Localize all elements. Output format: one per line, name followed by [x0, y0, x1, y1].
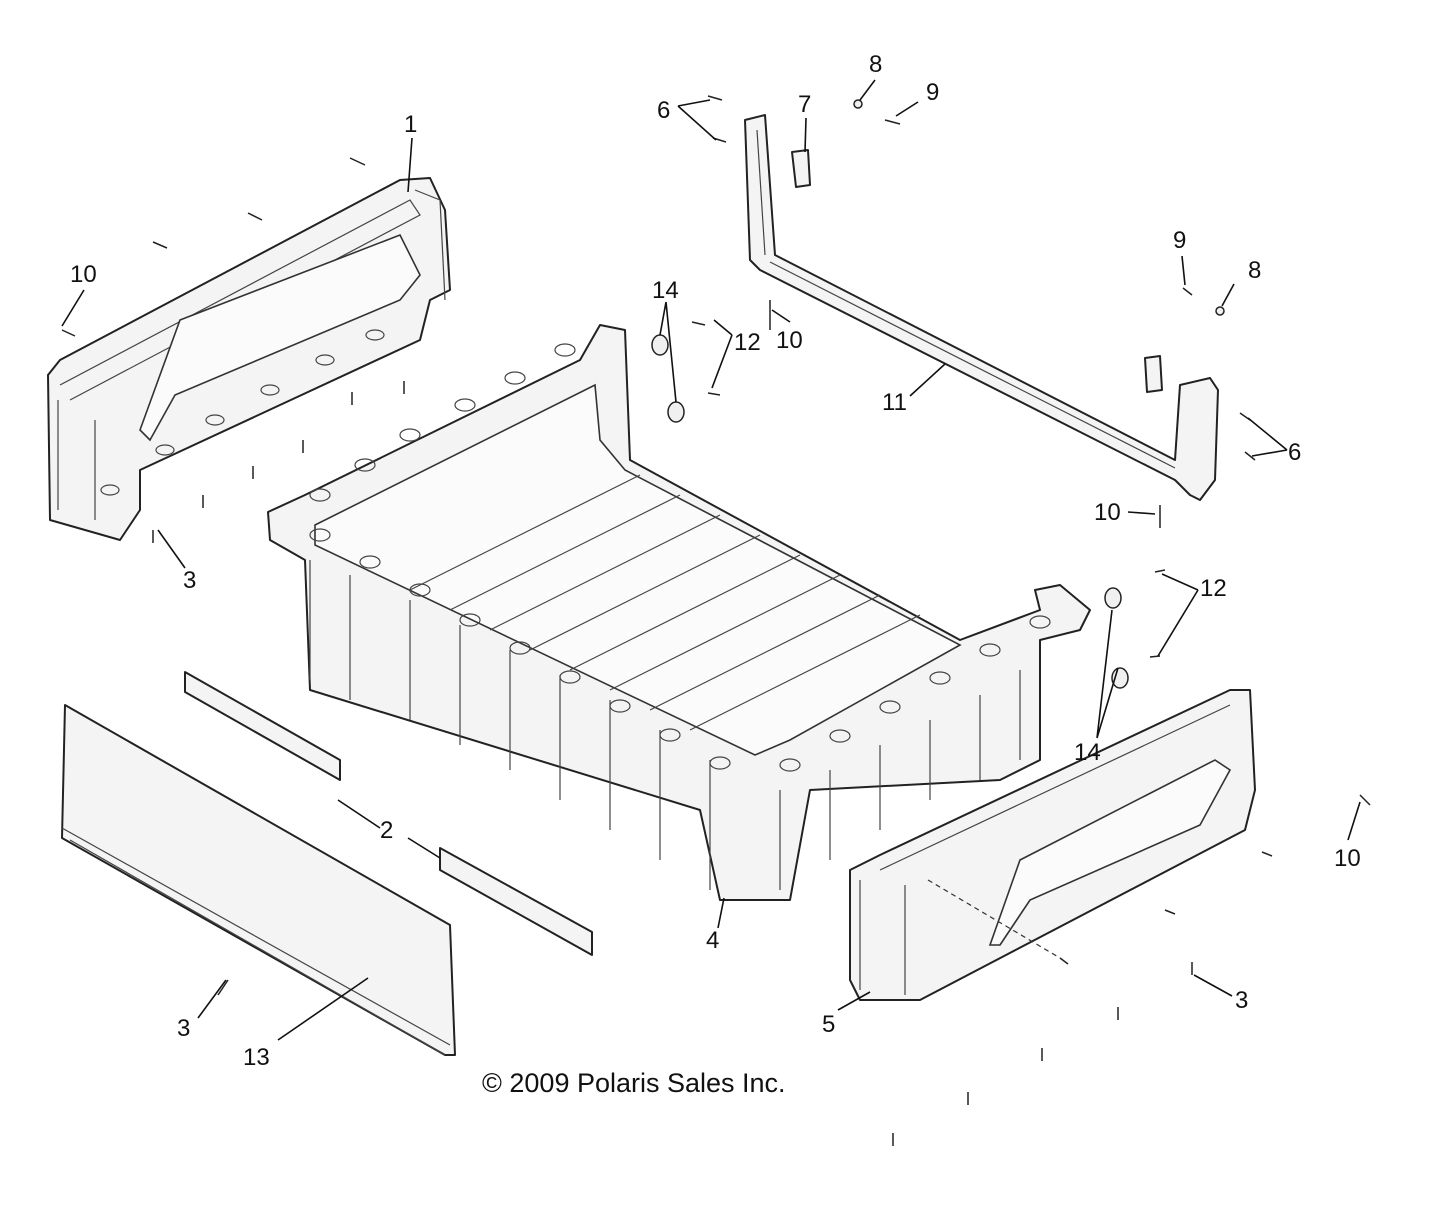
rim-holes [309, 343, 1051, 772]
rear-bracket [744, 114, 1219, 501]
callout-9-upper: 9 [926, 79, 939, 106]
callout-1: 1 [404, 111, 417, 138]
callout-7: 7 [798, 91, 811, 118]
callout-10-left: 10 [70, 261, 97, 288]
left-side-panel [47, 177, 451, 541]
callout-8-lower: 8 [1248, 257, 1261, 284]
seal-strip-lower [439, 847, 593, 956]
callout-10-right: 10 [1334, 845, 1361, 872]
hinge-plate-lower [1144, 355, 1163, 393]
callout-14-lower: 14 [1074, 739, 1101, 766]
callout-14-upper: 14 [652, 277, 679, 304]
callout-8-upper: 8 [869, 51, 882, 78]
tailgate [61, 704, 456, 1056]
callout-5: 5 [822, 1011, 835, 1038]
callout-9-lower: 9 [1173, 227, 1186, 254]
right-side-panel [849, 689, 1256, 1001]
callout-12-upper: 12 [734, 329, 761, 356]
callout-13: 13 [243, 1044, 270, 1071]
callout-2: 2 [380, 817, 393, 844]
callout-labels: 1 2 3 3 3 4 5 6 6 7 8 8 9 9 10 10 10 10 … [70, 51, 1361, 1071]
callout-6-upper: 6 [657, 97, 670, 124]
callout-12-lower: 12 [1200, 575, 1227, 602]
callout-3-right: 3 [1235, 987, 1248, 1014]
leader-lines [61, 79, 1361, 1041]
callout-10-bracket: 10 [1094, 499, 1121, 526]
hardware [61, 95, 1371, 1146]
callout-11: 11 [882, 389, 907, 416]
callout-10-center: 10 [776, 327, 803, 354]
seal-strip-upper [184, 671, 341, 781]
callout-3-left: 3 [183, 567, 196, 594]
cargo-box [267, 324, 1091, 901]
callout-4: 4 [706, 927, 719, 954]
hinge-plate-upper [791, 149, 811, 188]
copyright-notice: © 2009 Polaris Sales Inc. [482, 1068, 786, 1098]
callout-6-lower: 6 [1288, 439, 1301, 466]
callout-3-tailgate: 3 [177, 1015, 190, 1042]
